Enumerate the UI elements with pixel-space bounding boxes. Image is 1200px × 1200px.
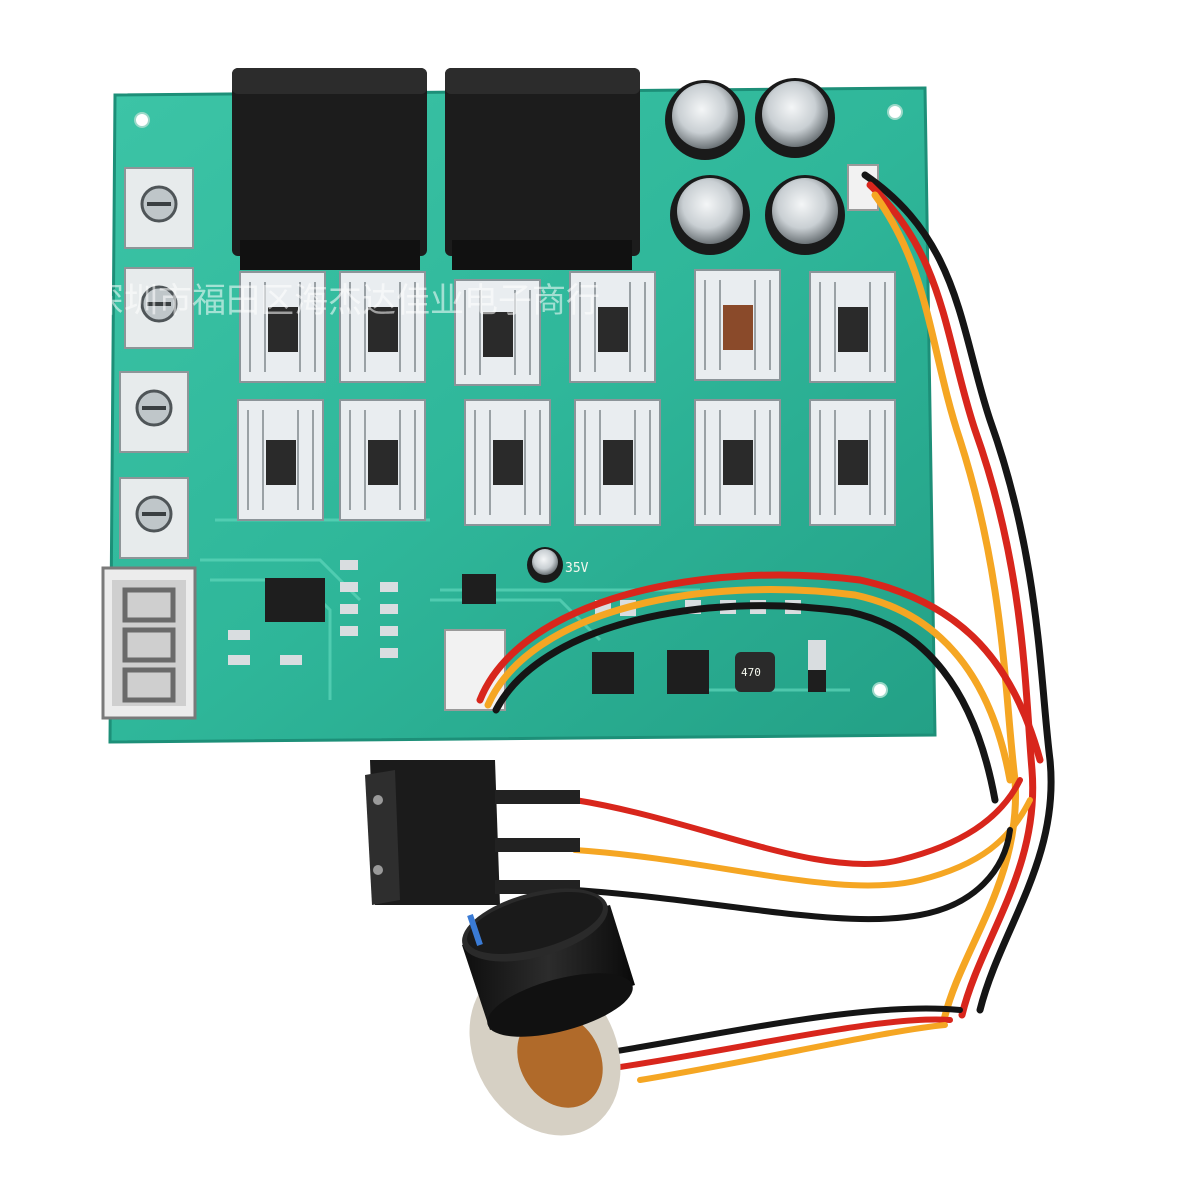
capacitor-silkscreen-label: 35V (565, 561, 589, 576)
potentiometer-knob (462, 888, 635, 1136)
wire-harness (476, 171, 1055, 1083)
relay-left (232, 68, 427, 270)
relay-right (445, 68, 640, 270)
rocker-switch (365, 760, 580, 905)
electrolytic-capacitors (527, 78, 845, 583)
screw-terminal-blocks (119, 167, 194, 559)
watermark-text: 深圳市福田区海杰达佳业电子商行 (90, 281, 600, 321)
led-display (101, 566, 197, 720)
inductor-marking: 470 (741, 666, 761, 679)
mosfet-heatsinks (237, 269, 896, 526)
